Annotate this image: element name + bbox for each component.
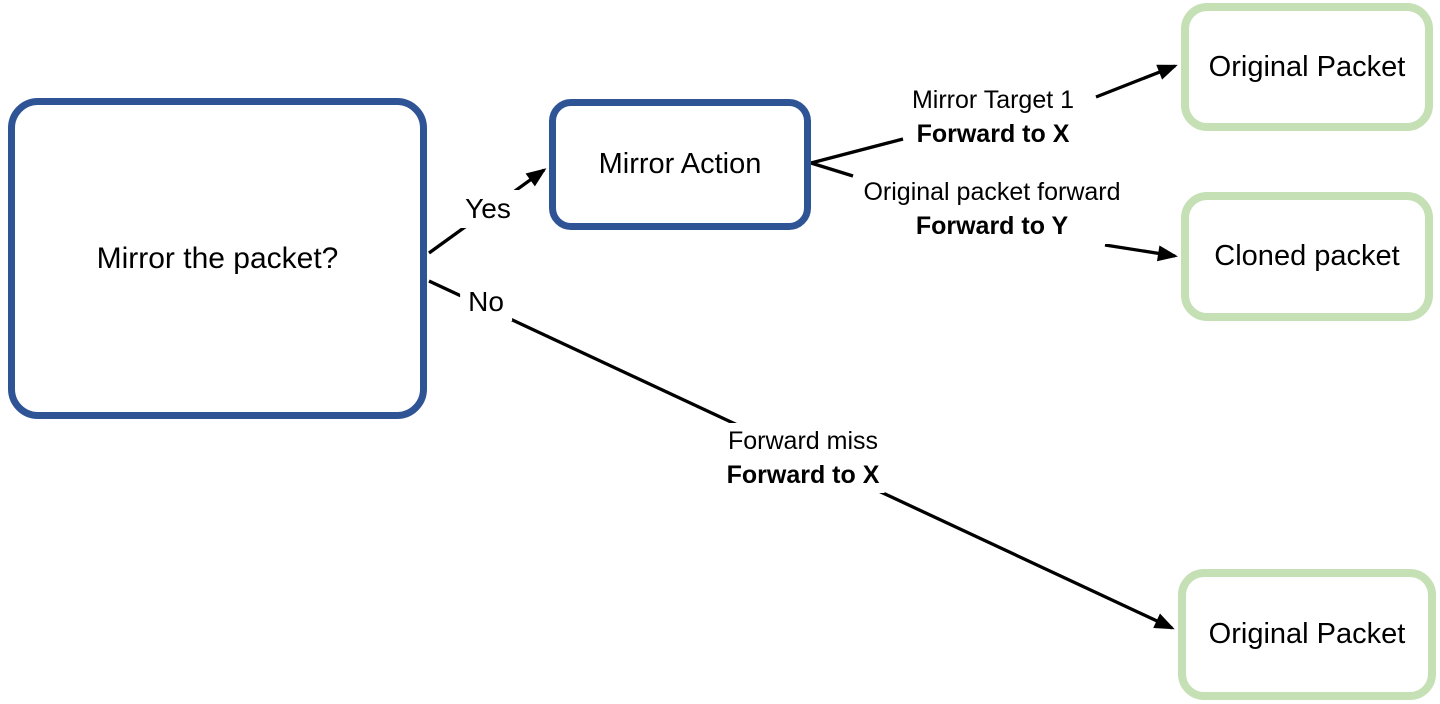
original-forward-edge-label-line1: Original packet forward <box>863 178 1121 206</box>
no-edge-label: No <box>460 283 512 321</box>
forward-miss-edge-label: Forward miss Forward to X <box>721 423 885 493</box>
cloned-packet-node: Cloned packet <box>1181 192 1433 321</box>
forward-miss-edge-label-line1: Forward miss <box>727 427 879 455</box>
original-packet-top-node: Original Packet <box>1181 3 1433 131</box>
mirror-target-edge-label-line2: Forward to X <box>916 120 1070 148</box>
decision-node-mirror-the-packet: Mirror the packet? <box>8 98 427 419</box>
yes-edge-label: Yes <box>457 190 519 228</box>
mirror-target-edge-label-line1: Mirror Target 1 <box>911 86 1075 114</box>
mirror-action-node: Mirror Action <box>549 99 811 230</box>
original-forward-edge-label: Original packet forward Forward to Y <box>858 174 1126 244</box>
mirror-target-line <box>810 137 904 165</box>
forward-miss-edge-label-line2: Forward to X <box>726 461 880 489</box>
mirror-action-label: Mirror Action <box>598 148 762 180</box>
original-forward-edge-label-line2: Forward to Y <box>915 212 1069 240</box>
original-forward-arrow <box>1104 243 1178 262</box>
mirror-target-edge-label: Mirror Target 1 Forward to X <box>906 82 1080 152</box>
original-packet-bottom-node: Original Packet <box>1178 569 1436 700</box>
cloned-packet-label: Cloned packet <box>1214 240 1400 272</box>
mirror-target-arrow <box>1095 64 1178 99</box>
original-packet-top-label: Original Packet <box>1208 50 1406 83</box>
decision-node-label: Mirror the packet? <box>96 241 339 275</box>
original-packet-bottom-label: Original Packet <box>1208 618 1406 650</box>
original-forward-line <box>810 161 854 178</box>
